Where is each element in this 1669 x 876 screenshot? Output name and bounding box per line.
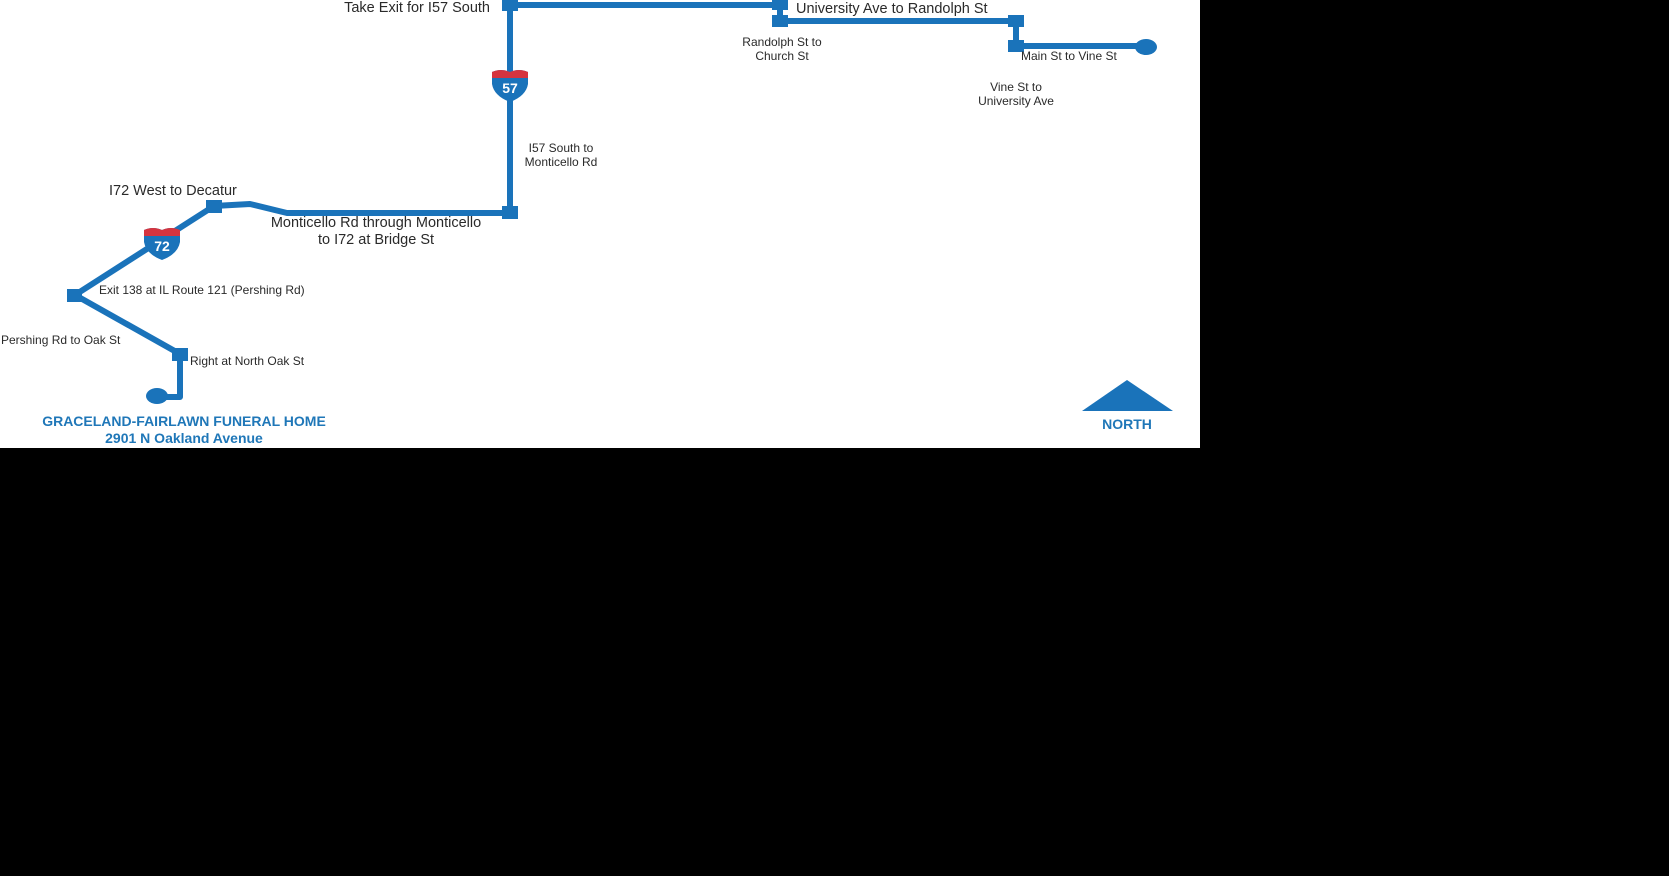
label-line: Church St [755,48,809,63]
label-exit138: Exit 138 at IL Route 121 (Pershing Rd) [99,283,305,297]
turn-node [206,200,222,213]
label-university-randolph: University Ave to Randolph St [796,1,988,17]
shield-number: 72 [154,238,170,254]
route-map: 57 72 Take Exit for I57 South University… [0,0,1200,448]
label-line: Monticello Rd through Monticello [270,215,482,231]
route-segment-monticello [213,201,510,216]
start-point [1135,39,1157,55]
north-arrow-icon [1082,380,1173,411]
destination-point [146,388,168,404]
turn-node [502,0,518,11]
turn-node [67,289,82,302]
label-line: Randolph St to [742,35,822,49]
label-i72-west: I72 West to Decatur [109,183,237,199]
turn-node [772,0,788,10]
label-line: Vine St to [990,80,1042,94]
shield-number: 57 [502,80,518,96]
north-label: NORTH [1102,416,1152,432]
turn-node [1008,15,1024,27]
label-right-oak: Right at North Oak St [190,354,305,368]
turn-node [1008,40,1024,52]
label-main-vine: Main St to Vine St [1021,49,1117,63]
label-line: University Ave [978,93,1054,108]
interstate-72-shield-icon: 72 [144,228,180,260]
turn-node [772,15,788,27]
route-segment-east [510,2,1146,49]
label-line: Monticello Rd [524,154,598,169]
label-line: I57 South to [528,141,594,155]
turn-node [502,206,518,219]
route-lines: 57 72 [67,0,1173,411]
label-pershing-oak: Pershing Rd to Oak St [1,333,121,347]
destination-address: 2901 N Oakland Avenue [105,429,263,446]
turn-node [172,348,188,361]
interstate-57-shield-icon: 57 [492,70,528,102]
label-take-exit: Take Exit for I57 South [344,0,490,16]
destination-name: GRACELAND-FAIRLAWN FUNERAL HOME [42,413,326,429]
label-line: to I72 at Bridge St [317,232,435,248]
